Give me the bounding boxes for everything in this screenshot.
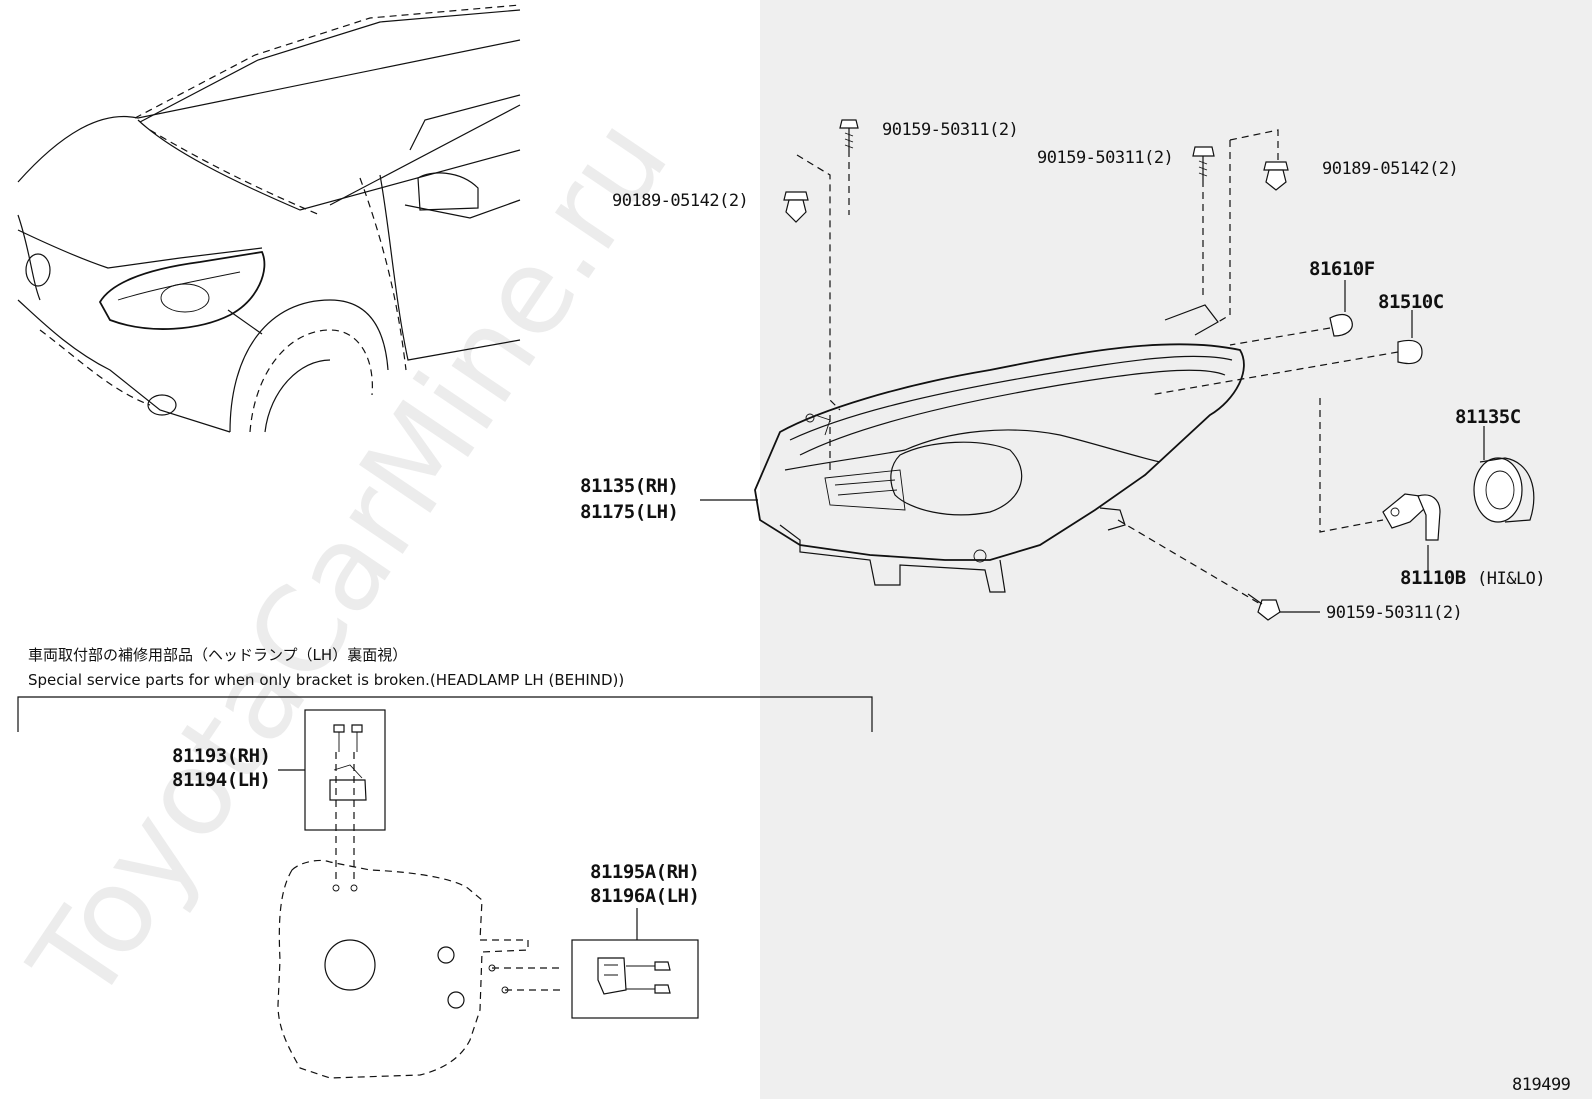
cap-81135c-icon — [1473, 457, 1535, 523]
label-bulb-81110b: 81110B — [1400, 567, 1466, 589]
label-bolt-top: 90159-50311(2) — [882, 120, 1018, 140]
headlamp-assembly — [754, 304, 1245, 593]
label-cap-81135c: 81135C — [1455, 406, 1521, 428]
label-bracket-side-rh: 81195A(RH) — [590, 861, 699, 883]
bulb-81610f-icon — [1329, 313, 1353, 337]
diagram-id: 819499 — [1512, 1075, 1571, 1095]
right-panel-background — [760, 0, 1592, 1099]
bulb-81110b-icon — [1382, 493, 1441, 541]
label-bracket-top-rh: 81193(RH) — [172, 745, 270, 767]
label-bulb-81110b-note: (HI&LO) — [1477, 569, 1545, 589]
label-clip-right: 90189-05142(2) — [1322, 159, 1458, 179]
label-headlamp-lh: 81175(LH) — [580, 501, 678, 523]
bolt-top-icon — [839, 119, 859, 150]
label-bulb-81510c: 81510C — [1378, 291, 1444, 313]
leader-lines — [700, 280, 1485, 613]
label-bolt-bottom: 90159-50311(2) — [1326, 603, 1462, 623]
clip-right-icon — [1263, 161, 1289, 191]
label-bracket-side-lh: 81196A(LH) — [590, 885, 699, 907]
note-bracket-frame — [17, 696, 873, 732]
bolt-bottom-icon — [1247, 593, 1281, 621]
label-clip-left: 90189-05142(2) — [612, 191, 748, 211]
label-bracket-top-lh: 81194(LH) — [172, 769, 270, 791]
label-bulb-81610f: 81610F — [1309, 258, 1375, 280]
clip-left-icon — [783, 191, 809, 223]
note-japanese: 車両取付部の補修用部品（ヘッドランプ（LH）裏面視） — [28, 646, 407, 664]
bolt-mid-icon — [1192, 146, 1215, 180]
bracket-top-box — [278, 709, 386, 880]
label-bolt-mid: 90159-50311(2) — [1037, 148, 1173, 168]
bulb-81510c-icon — [1397, 339, 1423, 365]
label-headlamp-rh: 81135(RH) — [580, 475, 678, 497]
dashed-guides — [796, 129, 1399, 606]
note-english: Special service parts for when only brac… — [28, 671, 624, 689]
headlamp-back-view — [277, 859, 560, 1079]
vehicle-front-illustration — [17, 4, 521, 433]
bracket-side-box — [571, 908, 699, 1019]
